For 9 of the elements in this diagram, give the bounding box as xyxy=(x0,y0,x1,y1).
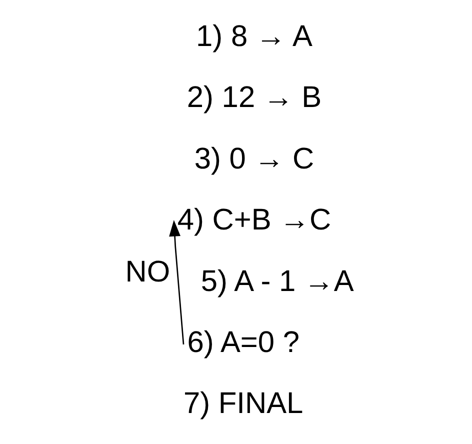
edge-label: NO xyxy=(125,255,170,288)
node-text: 1) 8 → A xyxy=(196,20,312,54)
node-text: 4) C+B →C xyxy=(177,204,332,237)
node-text: 7) FINAL xyxy=(184,387,304,420)
node-text: 5) A - 1 →A xyxy=(200,264,354,298)
arrow xyxy=(169,220,184,344)
node-text: 3) 0 → C xyxy=(194,142,314,176)
node-text: 2) 12 → B xyxy=(186,81,322,114)
node-text: 6) A=0 ? xyxy=(187,326,300,360)
